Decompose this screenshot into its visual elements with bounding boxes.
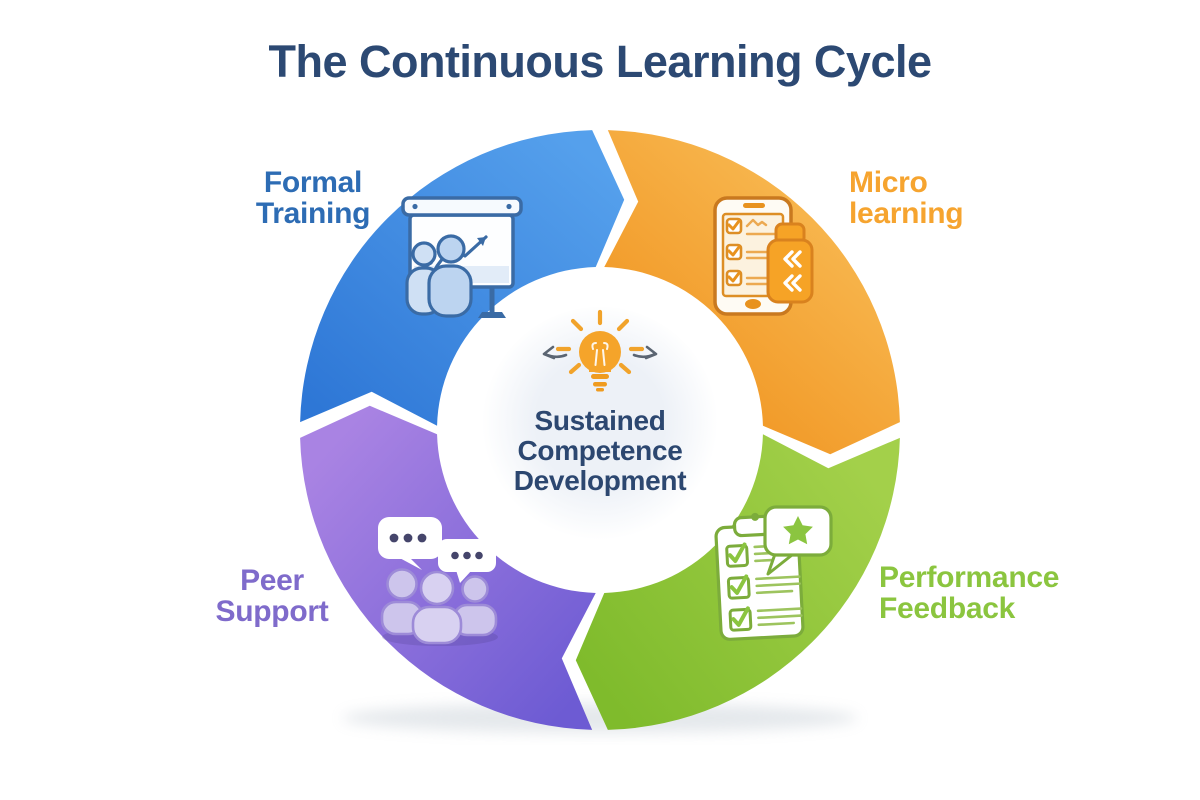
lightbulb-icon (542, 309, 658, 392)
center-hub-text: Sustained Competence Development (450, 406, 750, 496)
presentation-board-icon (401, 196, 523, 318)
label-line: Micro (849, 166, 928, 199)
label-performance-feedback: Performance Feedback (879, 562, 1059, 624)
label-peer-support: Peer Support (122, 565, 422, 627)
star-glyph (783, 516, 813, 545)
label-line: Support (215, 595, 329, 628)
label-line: learning (849, 197, 964, 230)
label-line: Formal (263, 166, 363, 199)
usb-drive-icon (766, 222, 814, 304)
ground-shadow (342, 703, 858, 733)
label-line: Peer (240, 564, 304, 597)
trainees-figures (405, 234, 473, 318)
chat-bubble-icon (378, 517, 442, 570)
chat-bubble-icon (438, 539, 496, 583)
peer-group-icon (378, 517, 498, 646)
star-bubble-icon (763, 505, 833, 576)
center-circle (482, 307, 718, 543)
page-title: The Continuous Learning Cycle (268, 36, 932, 87)
cycle-arrow-right-icon (632, 345, 658, 360)
label-micro-learning: Micro learning (849, 166, 964, 230)
smartphone-checklist-icon (713, 196, 814, 316)
clipboard-feedback-icon (714, 505, 833, 641)
label-line: Training (255, 197, 371, 230)
cycle-arrow-left-icon (542, 345, 568, 360)
label-formal-training: Formal Training (163, 167, 463, 229)
label-line: Feedback (879, 592, 1015, 625)
center-text-line: Competence (517, 435, 683, 466)
label-line: Performance (879, 561, 1060, 594)
cycle-diagram (300, 130, 900, 733)
center-text-line: Sustained (534, 405, 666, 436)
center-text-line: Development (513, 465, 687, 496)
